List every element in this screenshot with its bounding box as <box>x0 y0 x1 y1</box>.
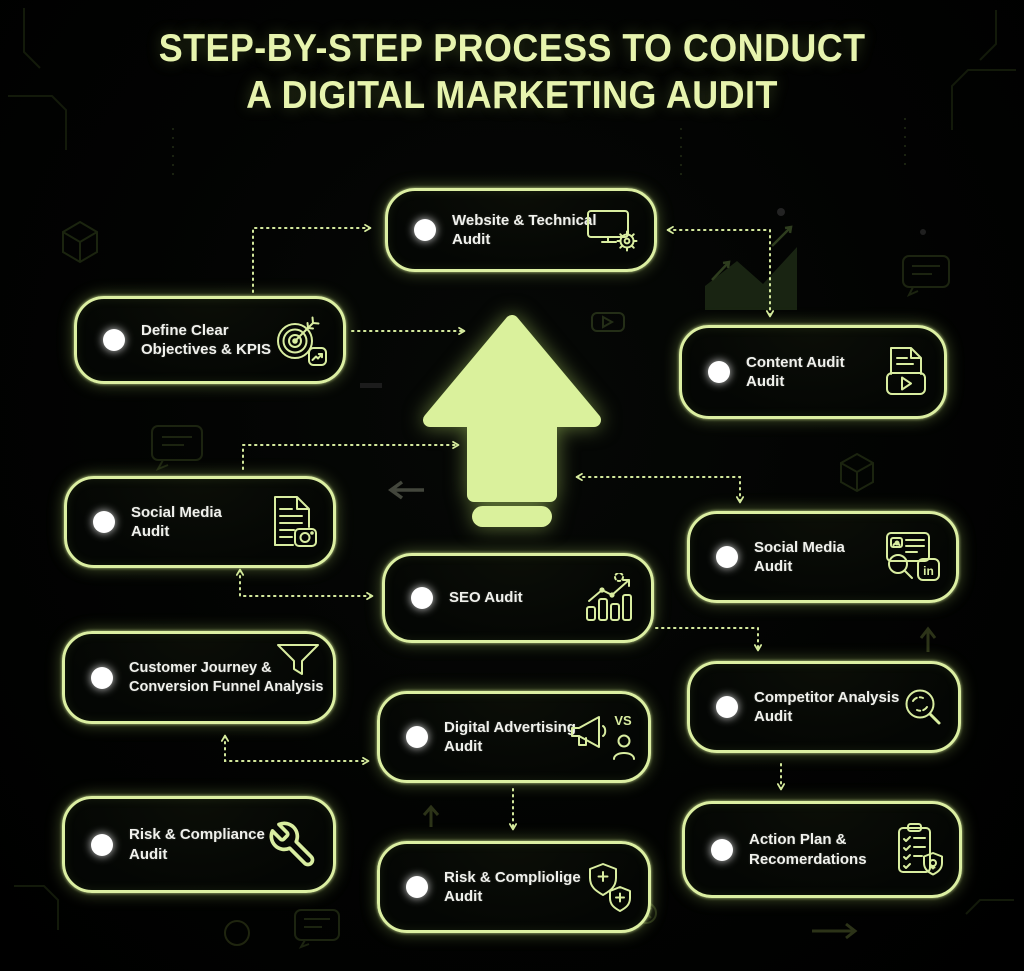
node-customer-journey-funnel: Customer Journey & Conversion Funnel Ana… <box>62 631 336 724</box>
bullet-dot <box>716 546 738 568</box>
left-arrow-decoration <box>388 480 424 500</box>
bullet-dot <box>414 219 436 241</box>
bullet-dot <box>91 833 113 856</box>
connector-socialleft-to-center <box>242 440 460 470</box>
right-arrow-decoration <box>812 922 858 940</box>
node-label: SEO Audit <box>449 589 523 607</box>
connector-seo-to-competitor <box>655 627 763 652</box>
node-website-technical-audit: Website & Technical Audit <box>385 188 657 272</box>
node-label: Website & Technical Audit <box>452 211 597 249</box>
bullet-dot <box>708 361 730 383</box>
node-label: Social Media Audit <box>754 538 845 576</box>
clipboard-shield-icon <box>895 822 945 878</box>
bullet-dot <box>91 666 113 689</box>
dot-decoration <box>777 208 785 216</box>
monitor-gear-icon <box>586 208 640 252</box>
title-line-2: A DIGITAL MARKETING AUDIT <box>246 73 778 117</box>
dot-decoration <box>920 229 926 235</box>
node-seo-audit: SEO Audit <box>382 553 654 643</box>
bullet-dot <box>711 838 733 861</box>
circuit-line <box>965 899 1014 915</box>
node-risk-compliolige-audit: Risk & Compliolige Audit <box>377 841 651 933</box>
wrench-icon <box>267 819 319 871</box>
node-label: Risk & Compliolige Audit <box>444 868 581 906</box>
node-label: Customer Journey & Conversion Funnel Ana… <box>129 659 324 695</box>
connector-define-to-website <box>252 223 372 293</box>
node-label: Competitor Analysis Audit <box>754 688 900 726</box>
target-dart-icon <box>271 313 329 367</box>
node-label: Digital Advertising Audit <box>444 718 576 756</box>
play-button-icon <box>591 312 625 332</box>
bullet-dot <box>716 696 738 718</box>
node-social-media-audit-right: Social Media Audit in <box>687 511 959 603</box>
funnel-icon <box>275 642 321 678</box>
bullet-dot <box>406 726 428 748</box>
node-content-audit: Content Audit Audit <box>679 325 947 419</box>
node-define-objectives-kpis: Define Clear Objectives & KPIS <box>74 296 346 384</box>
node-risk-compliance-audit-left: Risk & Compliance Audit <box>62 796 336 893</box>
arrow-body <box>423 315 601 502</box>
node-social-media-audit-left: Social Media Audit <box>64 476 336 568</box>
document-camera-icon <box>271 495 319 549</box>
node-action-plan-recommendations: Action Plan & Recomerdations <box>682 801 962 898</box>
bar-chart-growth-icon <box>585 572 637 623</box>
connector-website-content <box>666 225 775 318</box>
linkedin-badge-text: in <box>923 564 934 578</box>
node-label: Social Media Audit <box>131 503 222 541</box>
document-play-icon <box>884 346 930 398</box>
page-title: STEP-BY-STEP PROCESS TO CONDUCT A DIGITA… <box>0 26 1024 120</box>
node-digital-advertising-audit: Digital Advertising Audit VS <box>377 691 651 783</box>
shield-plus-icon <box>586 862 634 912</box>
circle-decoration <box>224 920 250 946</box>
search-refresh-icon <box>902 686 944 728</box>
bullet-dot <box>411 587 433 609</box>
mountain-chart-decoration <box>705 247 797 310</box>
growth-arrow-decoration <box>711 225 793 281</box>
node-label: Define Clear Objectives & KPIS <box>141 321 272 359</box>
connector-journey-digital <box>220 734 370 766</box>
profile-search-linkedin-icon: in <box>882 531 942 583</box>
title-line-1: STEP-BY-STEP PROCESS TO CONDUCT <box>158 27 866 70</box>
node-competitor-analysis-audit: Competitor Analysis Audit <box>687 661 961 753</box>
connector-socialleft-seo <box>235 568 374 601</box>
vs-text: VS <box>614 713 632 728</box>
dash-decoration <box>360 383 382 388</box>
bullet-dot <box>406 876 428 898</box>
arrow-base-bar <box>472 506 552 527</box>
node-label: Content Audit Audit <box>746 353 845 391</box>
bullet-dot <box>93 511 115 533</box>
circuit-line <box>14 885 59 930</box>
node-label: Action Plan & Recomerdations <box>749 831 867 868</box>
node-label: Risk & Compliance Audit <box>129 826 265 863</box>
megaphone-vs-person-icon: VS <box>566 710 638 764</box>
bullet-dot <box>103 329 125 351</box>
connector-center-socialright <box>575 472 745 504</box>
